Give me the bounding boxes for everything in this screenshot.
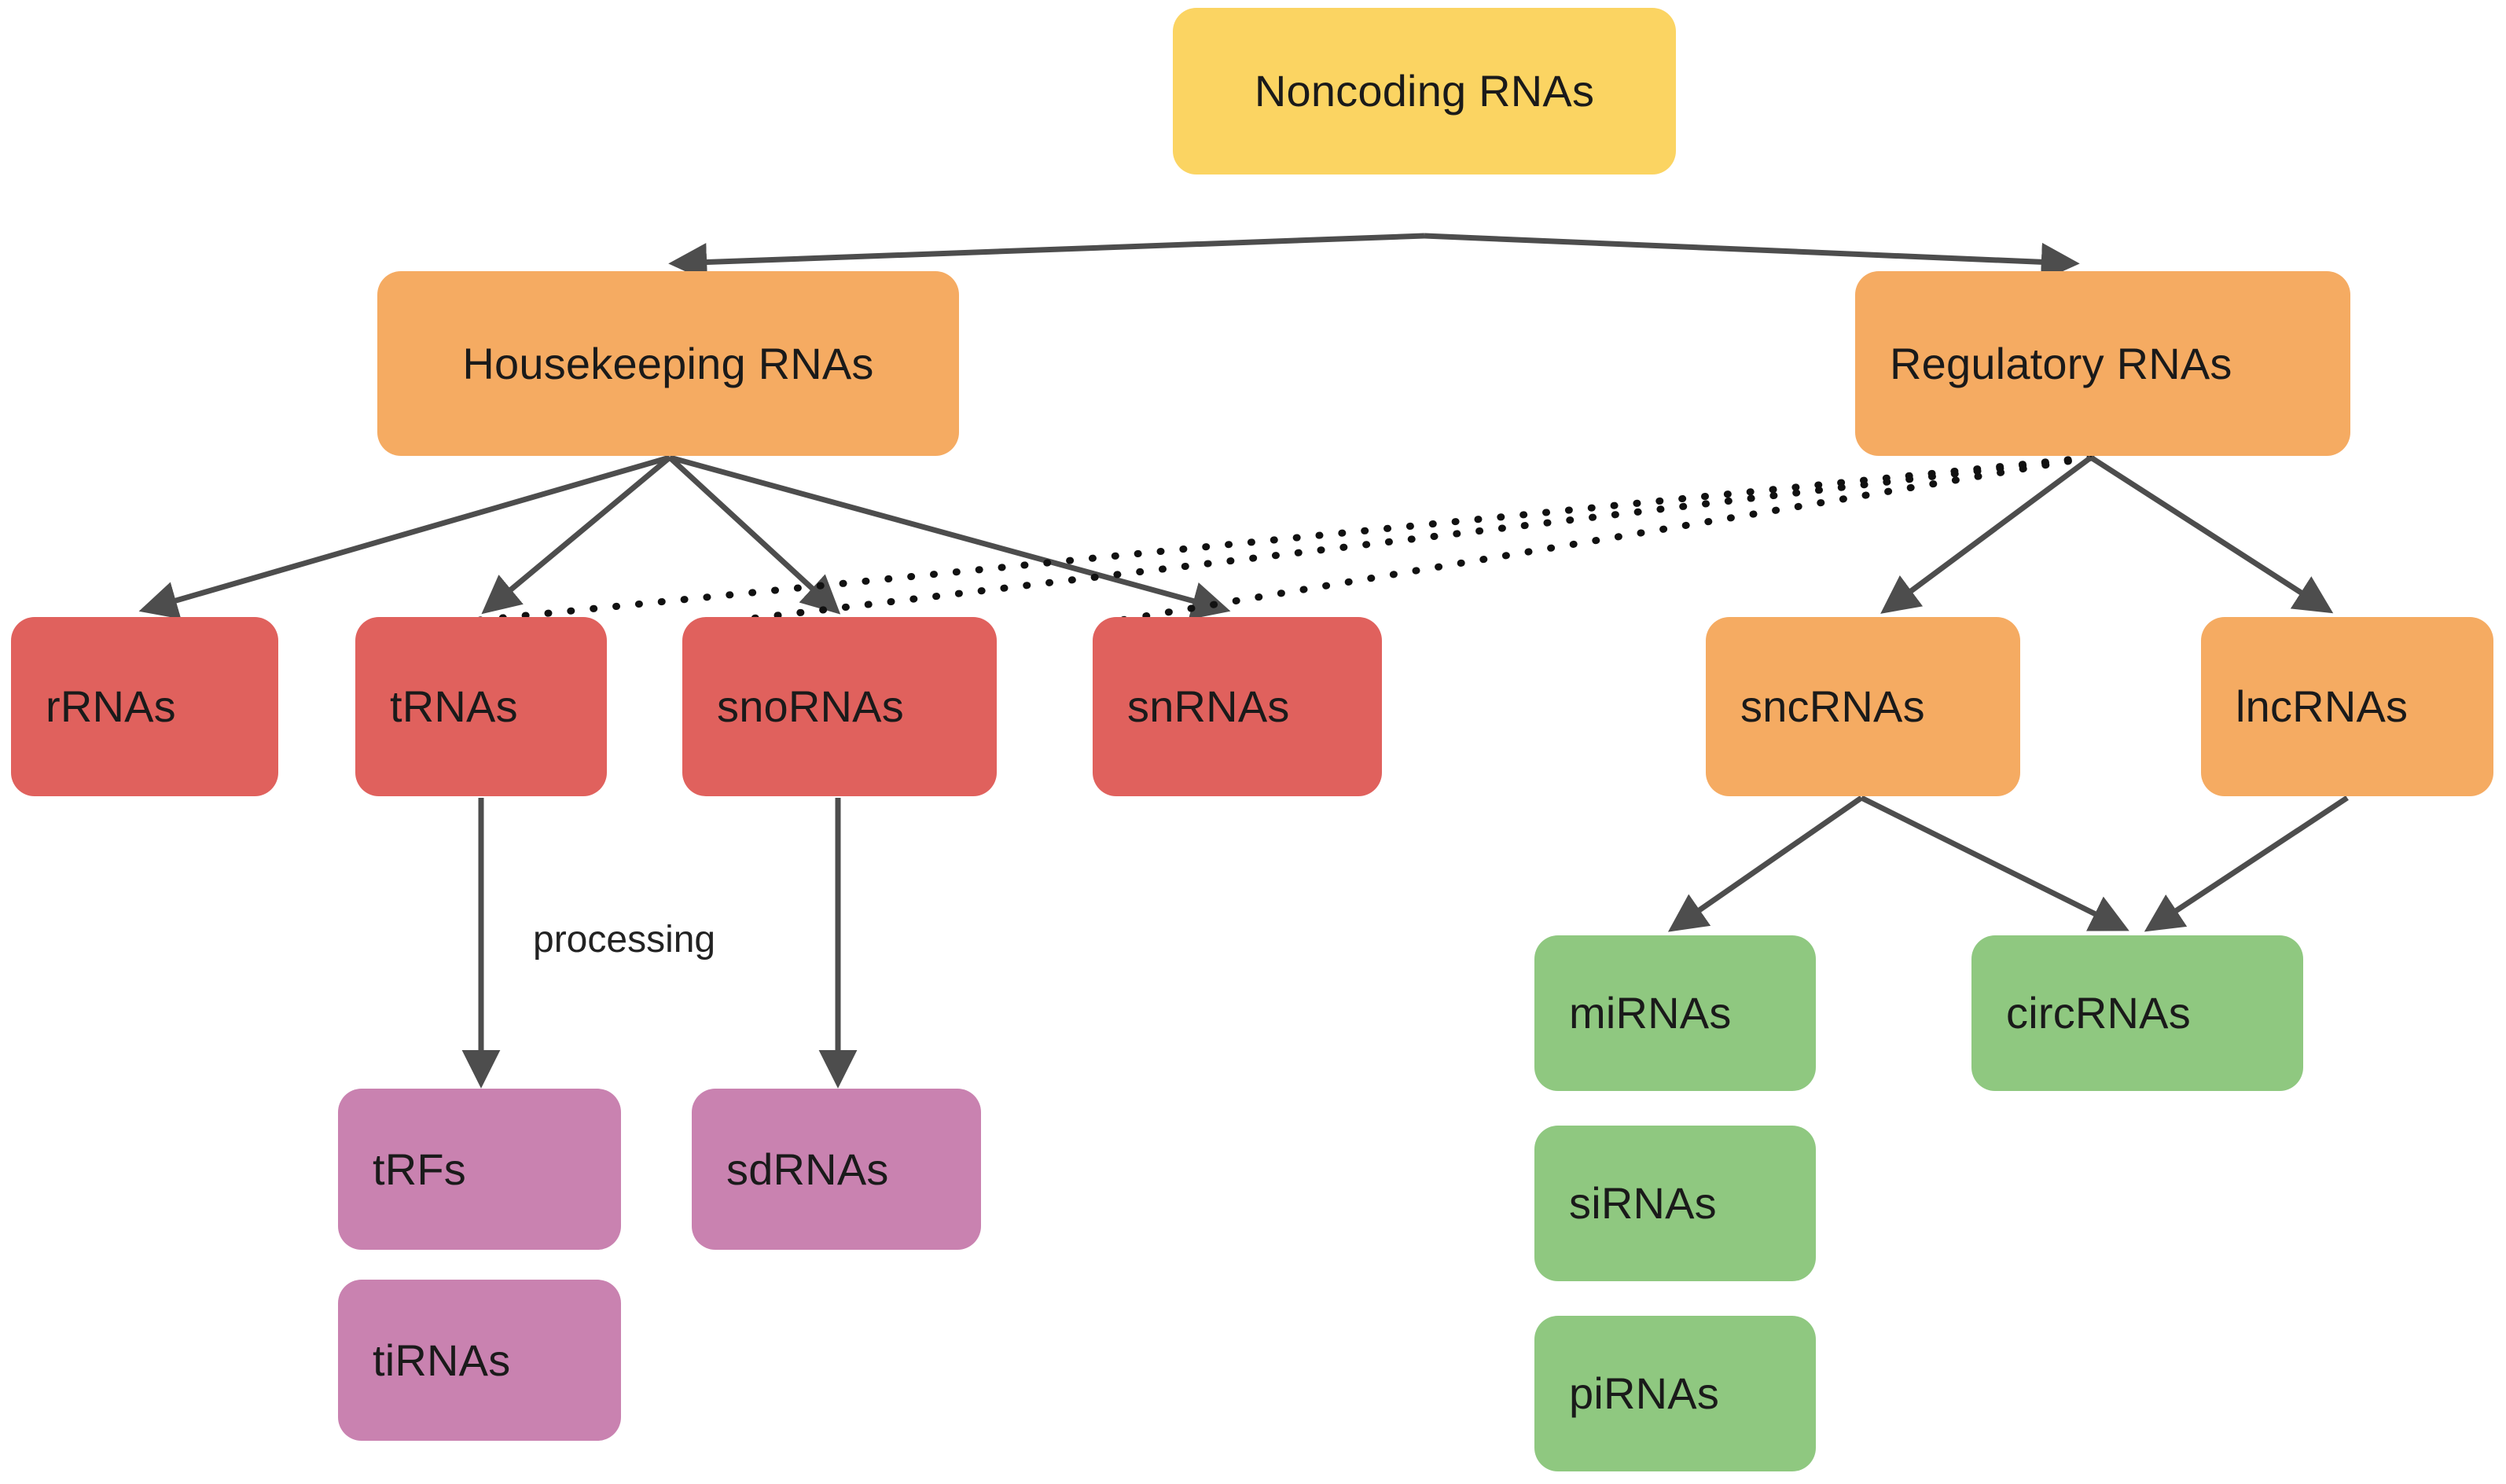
node-trfs[interactable]: tRFs [338, 1089, 621, 1250]
edge-housekeeping-to-rrnas [138, 454, 671, 619]
node-label: Noncoding RNAs [1254, 66, 1595, 116]
node-snrnas[interactable]: snRNAs [1093, 617, 1382, 796]
edge-lncrnas-to-circrnas [2144, 795, 2349, 932]
node-sdrnas[interactable]: sdRNAs [692, 1089, 981, 1250]
node-circrnas[interactable]: circRNAs [1971, 935, 2303, 1091]
edge-regulatory-to-sncrnas [1880, 455, 2093, 614]
edge-sncrnas-to-circrnas [1860, 795, 2129, 931]
node-mirnas[interactable]: miRNAs [1534, 935, 1816, 1091]
node-label: lncRNAs [2236, 681, 2409, 732]
node-label: Regulatory RNAs [1890, 338, 2232, 388]
node-label: tRFs [373, 1144, 467, 1194]
node-snornas[interactable]: snoRNAs [682, 617, 997, 796]
node-label: tiRNAs [373, 1335, 511, 1385]
node-label: sdRNAs [726, 1144, 889, 1194]
node-lncrnas[interactable]: lncRNAs [2201, 617, 2493, 796]
node-label: siRNAs [1569, 1178, 1717, 1229]
edge-regulatory-to-trnas [468, 454, 2095, 625]
edge-ncrna-to-regulatory [1424, 233, 2080, 281]
node-label: tRNAs [390, 681, 518, 732]
node-label: miRNAs [1569, 988, 1732, 1038]
edge-regulatory-to-snornas [727, 454, 2095, 625]
edge-ncrna-to-housekeeping [668, 233, 1425, 282]
node-tirnas[interactable]: tiRNAs [338, 1280, 621, 1441]
node-sncrnas[interactable]: sncRNAs [1706, 617, 2020, 796]
edge-group [138, 233, 2349, 1089]
edge-housekeeping-to-snornas [667, 455, 841, 615]
node-label: Housekeeping RNAs [462, 338, 874, 388]
node-label: rRNAs [46, 681, 176, 732]
edge-regulatory-to-snrnas [1112, 454, 2095, 625]
node-sirnas[interactable]: siRNAs [1534, 1126, 1816, 1281]
node-ncrna[interactable]: Noncoding RNAs [1173, 8, 1676, 174]
edge-sncrnas-to-mirnas [1667, 795, 1863, 932]
node-label: snoRNAs [717, 681, 904, 732]
node-pirnas[interactable]: piRNAs [1534, 1316, 1816, 1471]
node-label: snRNAs [1127, 681, 1290, 732]
node-label: sncRNAs [1740, 681, 1925, 732]
node-regulatory[interactable]: Regulatory RNAs [1855, 271, 2350, 456]
node-label: piRNAs [1569, 1368, 1720, 1419]
node-label: circRNAs [2006, 988, 2191, 1038]
node-rrnas[interactable]: rRNAs [11, 617, 278, 796]
edge-regulatory-to-lncrnas [2089, 455, 2334, 614]
edge-housekeeping-to-trnas [481, 455, 672, 615]
node-trnas[interactable]: tRNAs [355, 617, 607, 796]
edge-housekeeping-to-snrnas [669, 454, 1231, 620]
node-housekeeping[interactable]: Housekeeping RNAs [377, 271, 959, 456]
edge-label-processing: processing [533, 919, 716, 961]
